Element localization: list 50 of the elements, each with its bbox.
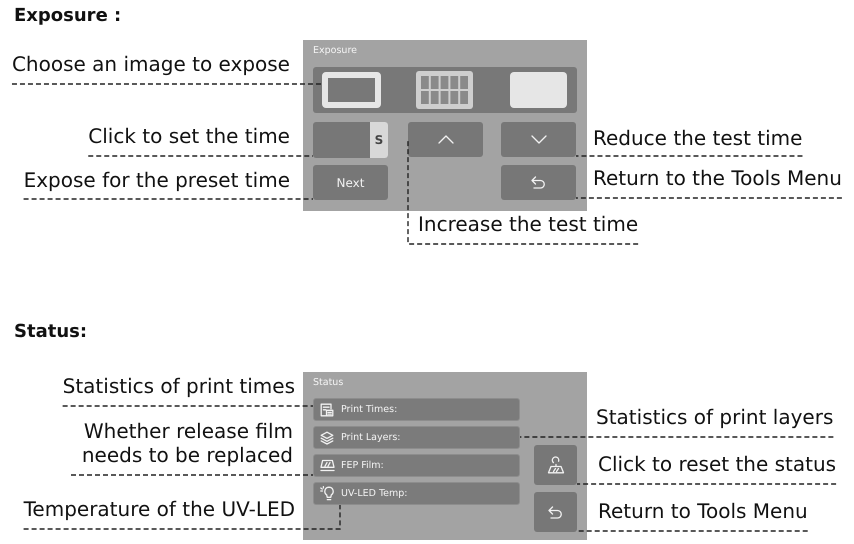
- back-button: [501, 165, 576, 200]
- up-button: [408, 122, 483, 157]
- image-selector-strip: [313, 67, 577, 113]
- leader-line: [576, 197, 842, 199]
- callout-text: Reduce the test time: [593, 126, 802, 150]
- callout-text: Choose an image to expose: [12, 52, 290, 76]
- reset-button: [534, 445, 577, 485]
- status-row: [313, 482, 520, 505]
- status-label: Print Layers:: [341, 431, 401, 445]
- callout-text: Increase the test time: [418, 212, 638, 236]
- callout-text: Return to the Tools Menu: [593, 166, 842, 190]
- time-input-field: [313, 122, 388, 158]
- leader-line: [407, 140, 638, 245]
- panel-title: Exposure: [313, 45, 357, 57]
- leader-line: [520, 436, 834, 438]
- grid-icon: [416, 71, 473, 109]
- callout-text: Expose for the preset time: [24, 168, 290, 192]
- leader-line: [88, 155, 313, 157]
- screen-panel: [303, 372, 587, 540]
- section-heading: Exposure :: [14, 5, 122, 27]
- section-heading: Status:: [14, 321, 88, 343]
- status-label: UV-LED Temp:: [341, 487, 408, 501]
- back-button: [534, 492, 577, 532]
- callout-text: Statistics of print layers: [596, 405, 834, 429]
- status-label: FEP Film:: [341, 459, 384, 473]
- status-label: Print Times:: [341, 403, 398, 417]
- panel-title: Status: [313, 377, 344, 389]
- leader-line: [24, 505, 341, 530]
- leader-line: [12, 83, 322, 85]
- screen-panel: [303, 40, 587, 211]
- callout-text: Click to set the time: [88, 124, 290, 148]
- leader-line: [71, 474, 313, 476]
- image-thumbnail: [510, 72, 567, 108]
- unit-label: S: [370, 122, 388, 158]
- image-thumbnail: [322, 72, 381, 108]
- status-row: [313, 454, 520, 477]
- leader-line: [576, 155, 802, 157]
- leader-line: [24, 198, 313, 200]
- callout-text: Statistics of print times: [62, 374, 295, 398]
- leader-line: [577, 530, 808, 532]
- status-row: [313, 426, 520, 449]
- callout-text: Click to reset the status: [598, 452, 836, 476]
- next-button: Next: [313, 165, 388, 200]
- leader-line: [62, 405, 313, 407]
- leader-line: [577, 483, 836, 485]
- down-button: [501, 122, 576, 157]
- callout-text: Whether release film needs to be replaced: [71, 419, 293, 467]
- callout-text: Temperature of the UV-LED: [24, 497, 295, 521]
- status-row: [313, 398, 520, 421]
- callout-text: Return to Tools Menu: [598, 499, 808, 523]
